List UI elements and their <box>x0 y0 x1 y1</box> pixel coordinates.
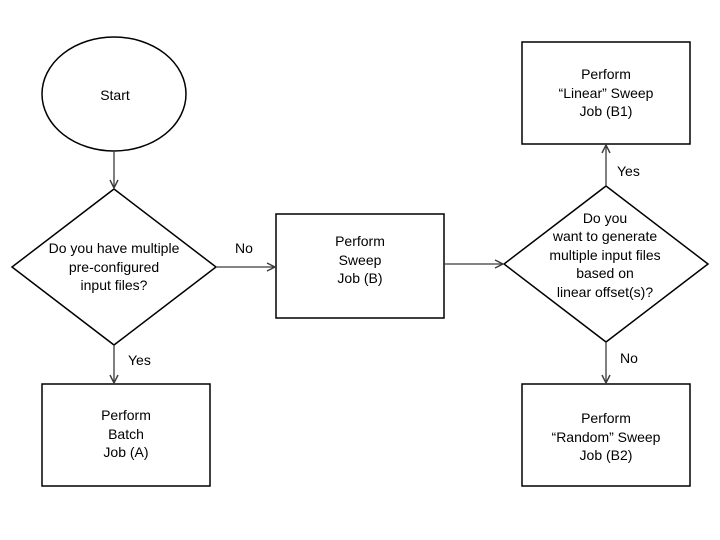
edge-label-yes-to-batch: Yes <box>128 352 151 368</box>
sweep-job-label: Perform Sweep Job (B) <box>335 233 385 287</box>
sweep-job-shape <box>275 213 445 319</box>
linear-sweep-job-shape <box>521 41 691 145</box>
batch-job-label: Perform Batch Job (A) <box>101 407 151 461</box>
random-sweep-job-shape <box>521 383 691 487</box>
edge-label-no-to-random: No <box>620 350 638 366</box>
linear-sweep-job-label: Perform “Linear” Sweep Job (B1) <box>558 66 654 120</box>
random-sweep-job-label: Perform “Random” Sweep Job (B2) <box>551 410 661 464</box>
decision-linear-offset-label: Do you want to generate multiple input f… <box>549 209 661 300</box>
decision-multiple-files-label: Do you have multiple pre-configured inpu… <box>48 240 180 294</box>
edge-label-yes-to-linear: Yes <box>617 163 640 179</box>
start-node-label: Start <box>100 86 130 103</box>
batch-job-shape <box>41 383 211 487</box>
edge-label-no-to-sweep: No <box>235 240 253 256</box>
